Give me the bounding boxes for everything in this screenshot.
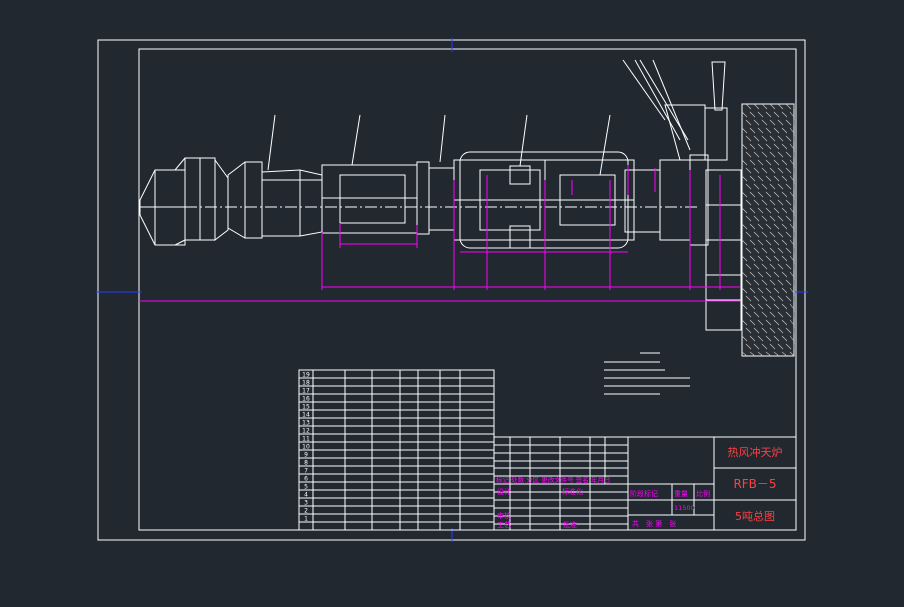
sheet-text: 共 张 第 张 — [632, 519, 676, 528]
parts-row-number: 8 — [304, 460, 308, 467]
revision-header: 标记 处数 分区 更改文件号 签名 年月日 — [496, 475, 610, 484]
parts-row-number: 16 — [302, 396, 310, 403]
parts-row-number: 18 — [302, 380, 310, 387]
parts-row-number: 13 — [302, 420, 310, 427]
scale-label: 比例 — [696, 489, 710, 498]
drawing-name: 热风冲天炉 — [728, 445, 783, 459]
standardization-label: 标准化 — [562, 487, 583, 496]
outer-frame — [97, 39, 806, 541]
brick-wall — [741, 103, 795, 357]
weight-label: 重量 — [674, 490, 688, 498]
dimension-lines — [139, 165, 740, 302]
weight-value: 11500 — [674, 504, 695, 512]
approve-label: 批准 — [563, 520, 577, 529]
furnace-assembly — [139, 59, 742, 331]
parts-row-number: 12 — [302, 428, 310, 435]
parts-row-number: 11 — [302, 436, 310, 443]
process-label: 工艺 — [497, 521, 511, 529]
parts-row-number: 10 — [302, 444, 310, 451]
parts-row-number: 14 — [302, 412, 310, 419]
design-label: 设计 — [497, 487, 511, 496]
parts-row-number: 19 — [302, 372, 310, 379]
technical-notes — [604, 352, 690, 395]
drawing-code: RFB－5 — [733, 477, 776, 491]
parts-row-number: 15 — [302, 404, 310, 411]
parts-row-number: 2 — [304, 508, 308, 515]
stage-mark-label: 阶段标记 — [630, 489, 658, 498]
parts-row-number: 9 — [304, 452, 308, 459]
parts-row-number: 4 — [304, 492, 308, 499]
parts-row-number: 7 — [304, 468, 308, 475]
drawing-type: 5吨总图 — [735, 509, 775, 523]
parts-row-number: 1 — [304, 516, 308, 523]
parts-row-number: 5 — [304, 484, 308, 491]
review-label: 审核 — [497, 511, 511, 520]
parts-table — [298, 369, 495, 531]
parts-row-number: 3 — [304, 500, 308, 507]
parts-row-number: 17 — [302, 388, 310, 395]
title-block-frame — [493, 436, 797, 531]
parts-row-number: 6 — [304, 476, 308, 483]
